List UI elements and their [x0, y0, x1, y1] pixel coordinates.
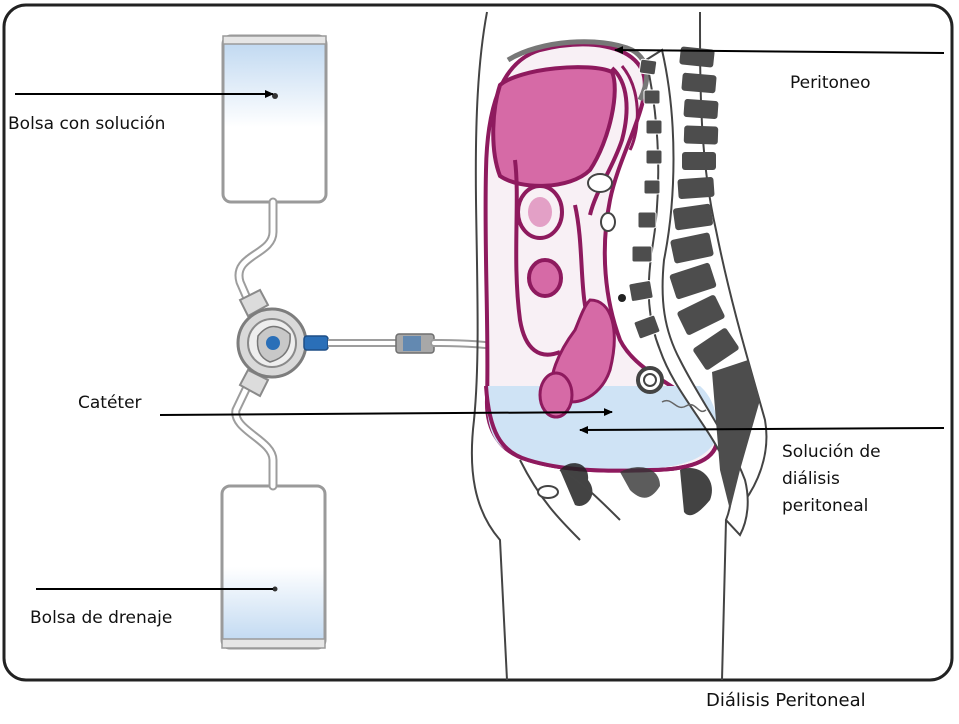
label-peritoneum: Peritoneo — [790, 75, 871, 92]
label-dialysis-solution-line2: diálisis — [782, 466, 881, 493]
organ-oval-2 — [529, 260, 561, 296]
solution-bag — [223, 36, 326, 202]
label-dialysis-solution-line3: peritoneal — [782, 493, 881, 520]
label-bag-drain: Bolsa de drenaje — [30, 610, 172, 627]
figure-caption: Diálisis Peritoneal — [706, 690, 866, 711]
label-bag-solution: Bolsa con solución — [8, 116, 165, 133]
label-dialysis-solution-line1: Solución de — [782, 439, 881, 466]
label-catheter: Catéter — [78, 395, 142, 412]
label-dialysis-solution: Solución de diálisis peritoneal — [782, 439, 881, 520]
drain-bag — [222, 486, 325, 648]
